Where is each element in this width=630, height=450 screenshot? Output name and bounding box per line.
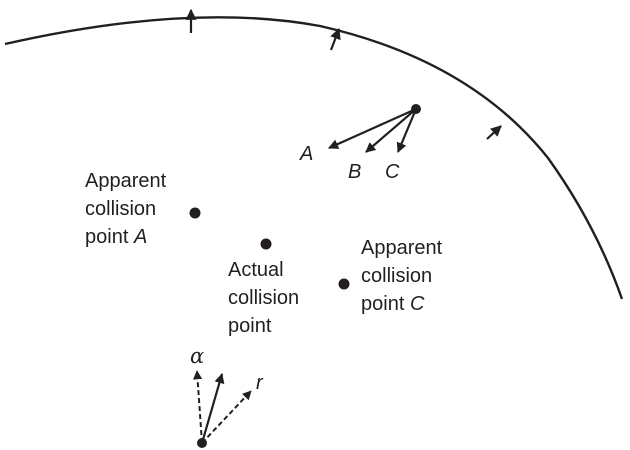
r-label: r [256, 372, 264, 394]
actual-point-dot [260, 238, 272, 250]
actual-point-label: Actual collision point [228, 259, 305, 337]
r-dashed-arrow [201, 390, 252, 444]
alpha-label: α [190, 344, 204, 368]
apparent-point-a-dot [189, 207, 201, 219]
apparent-point-a-label: Apparent collision point A [85, 170, 172, 248]
vector-b-label: B [348, 161, 361, 183]
alpha-dashed-arrow [192, 370, 203, 444]
vector-c-arrow [396, 108, 418, 153]
resultant-solid-arrow [200, 373, 225, 444]
arc-normal-arrow-3 [486, 125, 502, 140]
apparent-point-c-label: Apparent collision point C [361, 237, 448, 315]
vector-c-label: C [385, 161, 400, 183]
wavefront-arc [4, 16, 624, 300]
vector-b-arrow [365, 108, 417, 153]
apparent-point-c-dot [338, 278, 350, 290]
vector-a-label: A [299, 143, 313, 165]
vector-a-arrow [328, 107, 417, 150]
arc-normal-arrow-2 [329, 27, 341, 51]
